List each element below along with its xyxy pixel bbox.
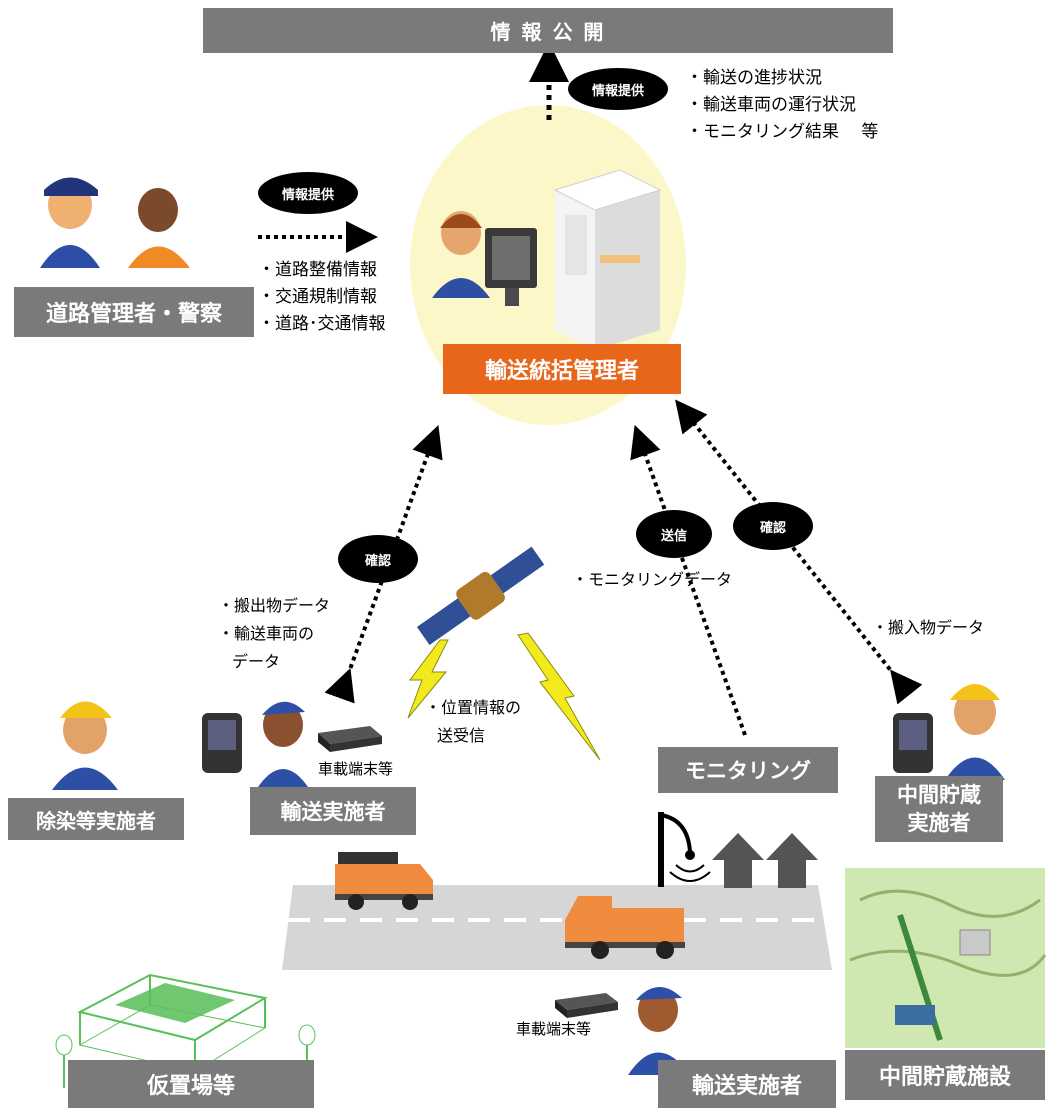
confirm-left-item: データ <box>232 652 281 671</box>
truck-top-icon <box>335 852 433 910</box>
road-provide-badge: 情報提供 <box>258 172 358 214</box>
road-provide-list: ・道路整備情報 ・交通規制情報 ・道路･交通情報 <box>258 262 386 333</box>
satellite-note-line: 送受信 <box>437 726 486 745</box>
incoming-data-note: ・搬入物データ <box>872 618 985 637</box>
server-icon <box>553 169 662 350</box>
satellite-note-line: ・位置情報の <box>425 698 522 717</box>
transport-operator-bottom-box: 輸送実施者 <box>658 1060 836 1108</box>
onboard-terminal-bottom-icon <box>555 993 618 1018</box>
disclosure-provide-badge: 情報提供 <box>568 68 668 110</box>
manager-person-icon <box>432 211 537 306</box>
send-badge: 送信 <box>636 510 712 558</box>
onboard-terminal-top-icon <box>318 726 382 752</box>
interim-storage-operator-box: 中間貯蔵 実施者 <box>875 776 1003 842</box>
monitoring-box: モニタリング <box>658 747 838 793</box>
confirm-left-badge: 確認 <box>338 535 418 583</box>
up-arrow-right-icon <box>766 833 818 888</box>
road-item: ・交通規制情報 <box>258 287 377 307</box>
road-item: ・道路整備情報 <box>258 260 377 280</box>
transport-worker-icon <box>202 701 310 790</box>
interim-storage-operator-line: 実施者 <box>907 811 971 835</box>
confirm-left-list: ・搬出物データ ・輸送車両の データ <box>218 598 330 670</box>
road-item: ・道路･交通情報 <box>258 314 386 334</box>
confirm-left-item: ・搬出物データ <box>218 596 331 615</box>
manager-box: 輸送統括管理者 <box>443 344 681 394</box>
confirm-right-badge: 確認 <box>733 502 813 550</box>
decontamination-box: 除染等実施者 <box>8 798 184 840</box>
satellite-note: ・位置情報の 送受信 <box>425 700 521 744</box>
monitoring-sensor-icon <box>658 812 711 887</box>
road-police-box: 道路管理者・警察 <box>14 287 254 337</box>
monitoring-data-note: ・モニタリングデータ <box>572 570 733 589</box>
road-official-icon <box>128 188 190 268</box>
decontamination-worker-icon <box>52 701 118 790</box>
transport-operator-top-box: 輸送実施者 <box>250 787 416 835</box>
confirm-left-item: ・輸送車両の <box>218 624 315 643</box>
police-officer-icon <box>40 177 100 268</box>
onboard-terminal-top-label: 車載端末等 <box>318 760 394 778</box>
interim-storage-operator-icon <box>893 684 1005 780</box>
interim-storage-operator-line: 中間貯蔵 <box>897 782 981 807</box>
onboard-terminal-bottom-label: 車載端末等 <box>516 1020 592 1038</box>
disclosure-provide-list: ・輸送の進捗状況 ・輸送車両の運行状況 ・モニタリング結果 等 <box>686 70 878 141</box>
disclosure-item: ・輸送車両の運行状況 <box>686 95 856 115</box>
arrow-right-bidirectional <box>675 399 923 705</box>
lightning-right-icon <box>517 632 601 761</box>
temporary-storage-box: 仮置場等 <box>68 1060 314 1108</box>
disclosure-item: ・輸送の進捗状況 <box>686 68 822 88</box>
disclosure-box: 情 報 公 開 <box>203 8 893 53</box>
interim-storage-facility-box: 中間貯蔵施設 <box>845 1050 1045 1100</box>
up-arrow-left-icon <box>712 833 764 888</box>
road <box>282 885 832 970</box>
truck-bottom-icon <box>565 896 685 959</box>
disclosure-item: ・モニタリング結果 等 <box>686 122 879 142</box>
interim-storage-facility-map <box>845 868 1047 1048</box>
